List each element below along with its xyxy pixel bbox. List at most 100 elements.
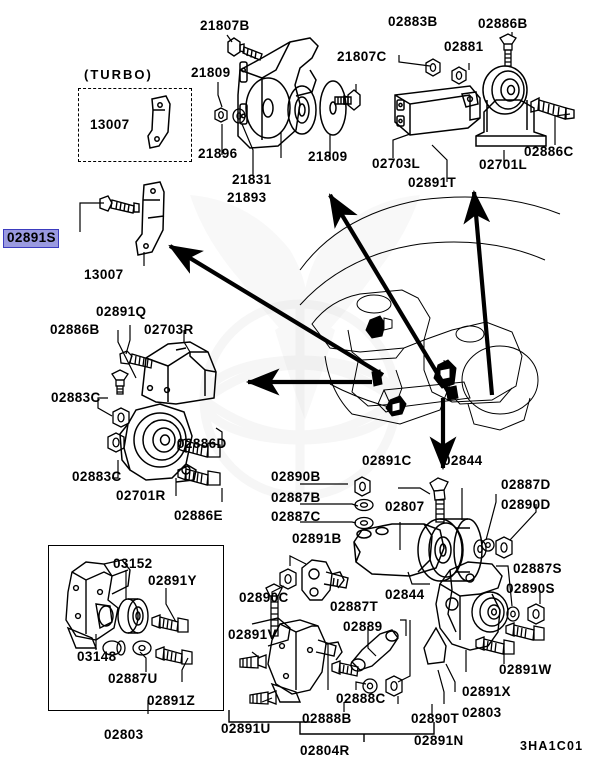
label-02888B[interactable]: 02888B: [302, 711, 352, 726]
label-21807B[interactable]: 21807B: [200, 18, 250, 33]
label-02701R[interactable]: 02701R: [116, 488, 166, 503]
part-02890T-washer: [362, 678, 378, 694]
diagram-code: 3HA1C01: [520, 739, 584, 753]
label-02891N[interactable]: 02891N: [414, 733, 464, 748]
label-02803-right[interactable]: 02803: [462, 705, 502, 720]
label-21807C[interactable]: 21807C: [337, 49, 387, 64]
part-02881-nut: [451, 66, 467, 85]
label-21809-right[interactable]: 21809: [308, 149, 348, 164]
label-03152[interactable]: 03152: [113, 556, 153, 571]
label-02886C[interactable]: 02886C: [524, 144, 574, 159]
label-02886E[interactable]: 02886E: [174, 508, 223, 523]
label-02890C[interactable]: 02890C: [239, 590, 289, 605]
part-02883B-nut: [425, 58, 441, 77]
part-02891W-bolt: [505, 622, 545, 641]
label-02887C[interactable]: 02887C: [271, 509, 321, 524]
label-02807[interactable]: 02807: [385, 499, 425, 514]
boxed-assembly-02803: [48, 545, 224, 711]
part-02703L-bracket: [394, 85, 481, 136]
label-02889[interactable]: 02889: [343, 619, 383, 634]
label-02887U[interactable]: 02887U: [108, 671, 158, 686]
label-02888C[interactable]: 02888C: [336, 691, 386, 706]
illustration-mount-markers: [365, 315, 459, 417]
part-21831-bracket-assembly: [237, 37, 347, 149]
part-21807C-bolt: [334, 89, 361, 111]
label-02891B[interactable]: 02891B: [292, 531, 342, 546]
label-02887T[interactable]: 02887T: [330, 599, 379, 614]
leader-02891S: [79, 202, 145, 266]
part-02891Z-bolt: [155, 646, 193, 665]
label-02844-bottom[interactable]: 02844: [385, 587, 425, 602]
label-02890D[interactable]: 02890D: [501, 497, 551, 512]
part-02886E-bolt: [177, 466, 221, 486]
part-02891V-bolt: [239, 654, 267, 669]
label-02890B[interactable]: 02890B: [271, 469, 321, 484]
label-02886B-mid[interactable]: 02886B: [50, 322, 100, 337]
callout-arrows: [168, 189, 495, 471]
part-02887D-washer: [473, 539, 487, 559]
turbo-box: [78, 88, 192, 162]
label-02703R[interactable]: 02703R: [144, 322, 194, 337]
label-02703L[interactable]: 02703L: [372, 156, 421, 171]
part-02886D-bolt: [177, 438, 221, 458]
label-13007-turbo[interactable]: 13007: [90, 117, 130, 132]
part-21807B-bolt: [227, 37, 263, 61]
label-02803-left[interactable]: 02803: [104, 727, 144, 742]
part-02883C-nut-upper: [112, 407, 130, 428]
label-02891Y[interactable]: 02891Y: [148, 573, 197, 588]
label-02886D[interactable]: 02886D: [177, 436, 227, 451]
part-02890B-nut: [354, 476, 371, 497]
part-02891Y-bolt: [151, 614, 189, 633]
label-21831[interactable]: 21831: [232, 172, 272, 187]
label-02887B[interactable]: 02887B: [271, 490, 321, 505]
label-02844-top[interactable]: 02844: [443, 453, 483, 468]
part-02887B-washer: [354, 498, 374, 512]
label-21896[interactable]: 21896: [198, 146, 238, 161]
background-watermark: [199, 299, 401, 501]
part-02886C-bolt: [530, 96, 575, 120]
part-02891B-bracket: [301, 559, 349, 601]
label-02890S[interactable]: 02890S: [506, 581, 555, 596]
part-02891X-bolt: [475, 636, 515, 655]
label-02881[interactable]: 02881: [444, 39, 484, 54]
label-02890T[interactable]: 02890T: [411, 711, 460, 726]
label-02891U[interactable]: 02891U: [221, 721, 271, 736]
label-02883B[interactable]: 02883B: [388, 14, 438, 29]
label-02887S[interactable]: 02887S: [513, 561, 562, 576]
label-21809-left[interactable]: 21809: [191, 65, 231, 80]
label-02891X[interactable]: 02891X: [462, 684, 511, 699]
label-02891V[interactable]: 02891V: [228, 627, 277, 642]
bracket-marks: [228, 710, 435, 742]
label-02883C-upper[interactable]: 02883C: [51, 390, 101, 405]
label-02883C-lower[interactable]: 02883C: [72, 469, 122, 484]
label-02891W[interactable]: 02891W: [499, 662, 552, 677]
part-02888C-bolt: [331, 660, 359, 677]
label-02886B-top[interactable]: 02886B: [478, 16, 528, 31]
label-02701L[interactable]: 02701L: [479, 157, 528, 172]
label-02891T[interactable]: 02891T: [408, 175, 457, 190]
part-washer-upper-right-small: [481, 538, 495, 552]
label-02891S-selected[interactable]: 02891S: [3, 229, 59, 248]
part-21893-washer: [232, 108, 246, 124]
part-02890C-stud: [265, 583, 283, 637]
part-13007-turbo-bracket: [147, 95, 171, 149]
label-02887D[interactable]: 02887D: [501, 477, 551, 492]
label-02891C[interactable]: 02891C: [362, 453, 412, 468]
part-02891N-nut: [385, 675, 403, 697]
label-02891Z[interactable]: 02891Z: [147, 693, 196, 708]
label-02804R[interactable]: 02804R: [300, 743, 350, 758]
part-02886B-stud: [111, 369, 129, 395]
part-02887U-washer: [132, 640, 152, 656]
part-02890C-nut: [279, 568, 297, 590]
part-02807-mount-body: [353, 523, 445, 577]
part-02891Q-bolt: [119, 350, 153, 369]
label-13007-lower[interactable]: 13007: [84, 267, 124, 282]
label-03148[interactable]: 03148: [77, 649, 117, 664]
part-21896-nut: [214, 107, 228, 123]
part-02701L-mount: [475, 65, 547, 147]
label-21893[interactable]: 21893: [227, 190, 267, 205]
label-02891Q[interactable]: 02891Q: [96, 304, 147, 319]
vehicle-underbody-illustration: [299, 196, 561, 431]
